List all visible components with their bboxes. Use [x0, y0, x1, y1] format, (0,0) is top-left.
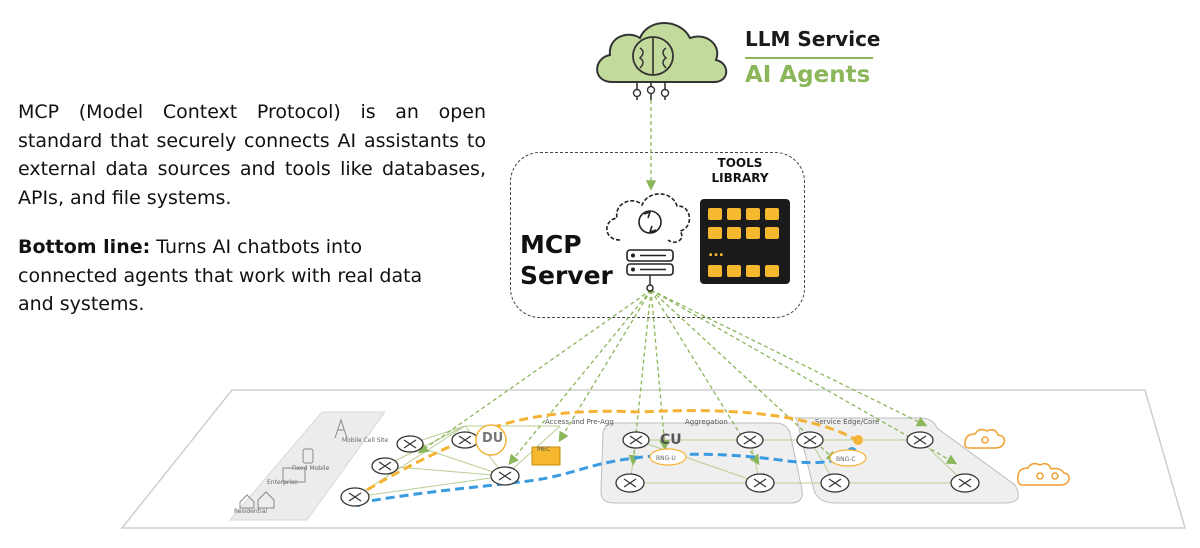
- ai-agents-title: AI Agents: [745, 62, 871, 88]
- bottom-line-body: Turns AI chatbots into connected agents …: [18, 236, 423, 315]
- router-icon: [371, 457, 399, 475]
- mcp-label-line1: MCP: [520, 230, 582, 259]
- mec-icon: [531, 446, 561, 466]
- endpoint-fixed-label: Fixed Mobile: [292, 465, 329, 472]
- llm-title-divider: [745, 57, 873, 59]
- bng-c-node: [829, 449, 867, 467]
- router-icon: [615, 473, 645, 493]
- bng-u-label: BNG-U: [656, 455, 676, 462]
- endpoint-mobile-label: Mobile Cell Site: [342, 437, 389, 444]
- du-ring: [475, 424, 507, 456]
- mcp-label-line2: Server: [520, 261, 613, 290]
- router-icon: [490, 466, 520, 486]
- router-du-icon: [451, 431, 479, 449]
- tools-title-line1: TOOLS: [717, 156, 763, 170]
- orange-traffic-path: [354, 409, 859, 499]
- residential-house-icon: [239, 491, 275, 509]
- enterprise-building-icon: [282, 467, 306, 483]
- section-aggregation-label: Aggregation: [685, 418, 728, 426]
- router-icon: [820, 473, 850, 493]
- mobile-phone-icon: [302, 448, 314, 464]
- external-cloud-icons: [964, 428, 1070, 486]
- router-nodes: [340, 431, 980, 507]
- brain-cloud-icon: [596, 22, 728, 100]
- cell-tower-icon: [334, 418, 348, 439]
- mcp-server-label: MCP Server: [520, 229, 613, 291]
- section-edge-label: Service Edge/Core: [815, 418, 879, 426]
- cloud-sync-icon: [606, 193, 691, 244]
- router-icon: [796, 431, 824, 449]
- bng-c-label: BNG-C: [836, 456, 856, 463]
- blue-traffic-path: [357, 450, 853, 505]
- cloud-icon: [964, 428, 1006, 449]
- mcp-description: MCP (Model Context Protocol) is an open …: [18, 101, 486, 209]
- router-icon: [396, 435, 424, 453]
- tools-library-title: TOOLS LIBRARY: [700, 156, 780, 186]
- tools-title-line2: LIBRARY: [711, 171, 769, 185]
- router-icon: [736, 431, 764, 449]
- du-label: DU: [482, 431, 503, 446]
- router-icon: [950, 473, 980, 493]
- endpoint-residential-label: Residential: [234, 508, 267, 515]
- server-stack-icon: [626, 249, 674, 292]
- cu-label: CU: [660, 432, 682, 448]
- bottom-line-text: Bottom line: Turns AI chatbots into conn…: [18, 233, 463, 319]
- router-icon: [622, 431, 650, 449]
- cloud-icon: [1017, 462, 1070, 486]
- llm-service-title: LLM Service: [745, 27, 881, 51]
- tools-more-dots: ...: [708, 244, 724, 260]
- bottom-line-label: Bottom line:: [18, 236, 151, 258]
- section-access-label: Access and Pre-Agg: [545, 418, 614, 426]
- router-icon: [340, 487, 370, 507]
- mcp-server-box: [510, 152, 805, 318]
- endpoint-icons: [239, 418, 348, 509]
- router-icon: [745, 473, 775, 493]
- tools-grid-icon: ...: [700, 199, 790, 284]
- bng-u-node: [649, 448, 687, 466]
- orange-path-end: [853, 435, 863, 445]
- mec-label: MEC: [537, 446, 550, 453]
- router-icon: [906, 431, 934, 449]
